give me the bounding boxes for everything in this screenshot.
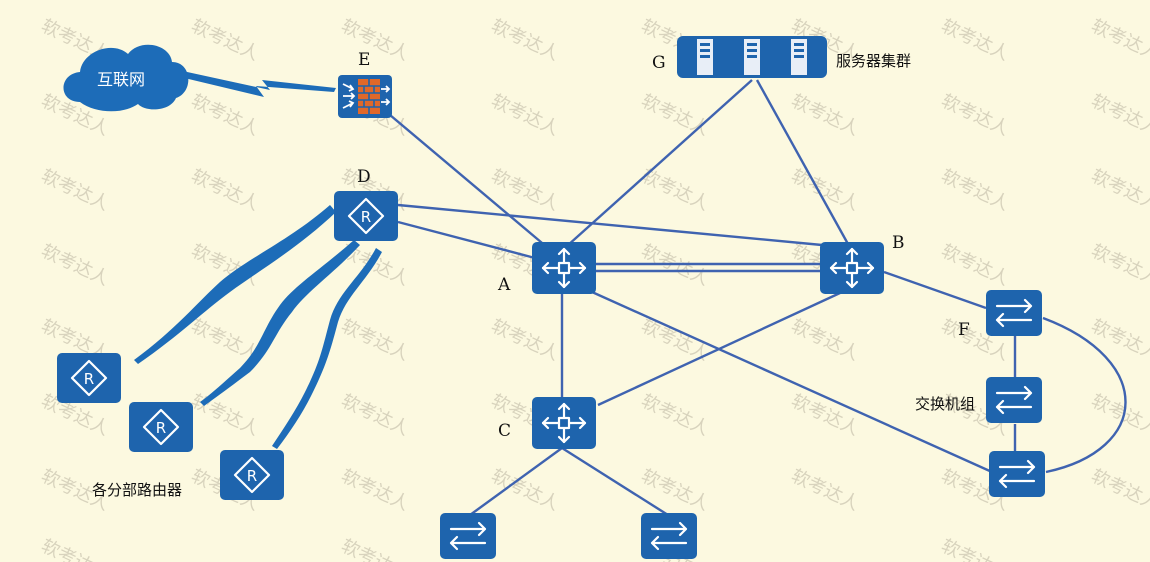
svg-text:软考达人: 软考达人 <box>488 315 562 364</box>
wan-link-d-branch2 <box>200 240 360 406</box>
firewall-icon <box>342 79 391 114</box>
firewall-label: E <box>358 50 370 70</box>
dist-switch-c-label: C <box>498 421 511 441</box>
svg-text:软考达人: 软考达人 <box>938 165 1012 214</box>
svg-text:软考达人: 软考达人 <box>638 465 712 514</box>
server-cluster-label: G <box>652 53 666 73</box>
cloud-icon <box>63 44 189 112</box>
svg-text:软考达人: 软考达人 <box>188 165 262 214</box>
svg-text:软考达人: 软考达人 <box>788 165 862 214</box>
svg-text:软考达人: 软考达人 <box>1088 90 1150 139</box>
switch-icon <box>984 288 1044 338</box>
wan-link-d-branch3 <box>272 248 382 449</box>
access-switch-1[interactable] <box>438 511 498 561</box>
branch-routers[interactable]: 各分部路由器 <box>55 351 286 502</box>
svg-text:软考达人: 软考达人 <box>1088 165 1150 214</box>
core-switch-b[interactable]: B <box>818 233 905 296</box>
svg-text:软考达人: 软考达人 <box>338 15 412 64</box>
wan-link-internet-firewall <box>176 70 336 97</box>
link-g-a <box>566 79 753 247</box>
link-e-a <box>389 114 549 249</box>
svg-text:软考达人: 软考达人 <box>488 90 562 139</box>
links <box>389 79 1127 517</box>
router-icon <box>332 189 400 243</box>
core-router-d[interactable]: D <box>332 167 400 243</box>
core-switch-b-label: B <box>892 233 905 253</box>
svg-text:软考达人: 软考达人 <box>1088 315 1150 364</box>
svg-text:软考达人: 软考达人 <box>38 240 112 289</box>
server-icon <box>744 39 760 75</box>
svg-text:软考达人: 软考达人 <box>38 165 112 214</box>
svg-text:软考达人: 软考达人 <box>1088 465 1150 514</box>
access-switch-2[interactable] <box>639 511 699 561</box>
svg-text:软考达人: 软考达人 <box>38 535 112 562</box>
wan-links <box>134 70 382 449</box>
server-cluster-g[interactable]: G 服务器集群 <box>652 36 911 78</box>
svg-text:软考达人: 软考达人 <box>938 240 1012 289</box>
server-cluster-caption: 服务器集群 <box>836 52 911 70</box>
svg-text:软考达人: 软考达人 <box>488 465 562 514</box>
link-d-b <box>397 203 823 247</box>
link-g-b <box>755 79 850 245</box>
layer3-switch-icon <box>818 240 886 296</box>
switch-group-caption: 交换机组 <box>915 395 975 413</box>
core-switch-a[interactable]: A <box>497 240 598 296</box>
layer3-switch-icon <box>530 240 598 296</box>
branch-routers-caption: 各分部路由器 <box>92 481 182 499</box>
router-icon <box>55 351 123 405</box>
firewall-e[interactable]: E <box>338 50 392 118</box>
router-icon <box>127 400 195 454</box>
svg-text:软考达人: 软考达人 <box>188 390 262 439</box>
link-d-a <box>397 220 536 260</box>
svg-text:软考达人: 软考达人 <box>1088 15 1150 64</box>
link-a-f3 <box>591 290 993 474</box>
svg-text:软考达人: 软考达人 <box>938 535 1012 562</box>
svg-text:软考达人: 软考达人 <box>338 535 412 562</box>
svg-text:软考达人: 软考达人 <box>638 240 712 289</box>
switch-icon <box>639 511 699 561</box>
wan-link-d-branch1 <box>134 205 336 364</box>
switch-group-f[interactable]: F 交换机组 <box>915 288 1047 499</box>
layer3-switch-icon <box>530 395 598 451</box>
switch-icon <box>438 511 498 561</box>
router-icon <box>218 448 286 502</box>
link-b-f1 <box>883 270 987 310</box>
svg-text:软考达人: 软考达人 <box>788 90 862 139</box>
switch-icon <box>987 449 1047 499</box>
svg-text:软考达人: 软考达人 <box>338 465 412 514</box>
link-c-sw2 <box>561 446 669 517</box>
dist-switch-c[interactable]: C <box>498 395 598 451</box>
internet-cloud: 互联网 <box>63 44 189 112</box>
server-icon <box>697 39 713 75</box>
svg-text:软考达人: 软考达人 <box>638 90 712 139</box>
svg-text:软考达人: 软考达人 <box>788 465 862 514</box>
core-router-label: D <box>357 167 371 187</box>
switch-icon <box>984 375 1044 425</box>
svg-text:软考达人: 软考达人 <box>1088 390 1150 439</box>
server-icon <box>791 39 807 75</box>
svg-text:软考达人: 软考达人 <box>338 390 412 439</box>
svg-text:软考达人: 软考达人 <box>938 15 1012 64</box>
svg-text:软考达人: 软考达人 <box>938 90 1012 139</box>
svg-text:软考达人: 软考达人 <box>1088 240 1150 289</box>
link-c-sw1 <box>469 447 563 516</box>
switch-group-label: F <box>958 320 970 340</box>
svg-text:软考达人: 软考达人 <box>638 390 712 439</box>
svg-text:软考达人: 软考达人 <box>338 315 412 364</box>
internet-label: 互联网 <box>97 70 145 89</box>
link-f1-f3 <box>1042 316 1127 474</box>
svg-text:软考达人: 软考达人 <box>188 15 262 64</box>
svg-text:软考达人: 软考达人 <box>188 90 262 139</box>
svg-text:软考达人: 软考达人 <box>488 15 562 64</box>
core-switch-a-label: A <box>497 275 511 295</box>
svg-text:软考达人: 软考达人 <box>788 315 862 364</box>
